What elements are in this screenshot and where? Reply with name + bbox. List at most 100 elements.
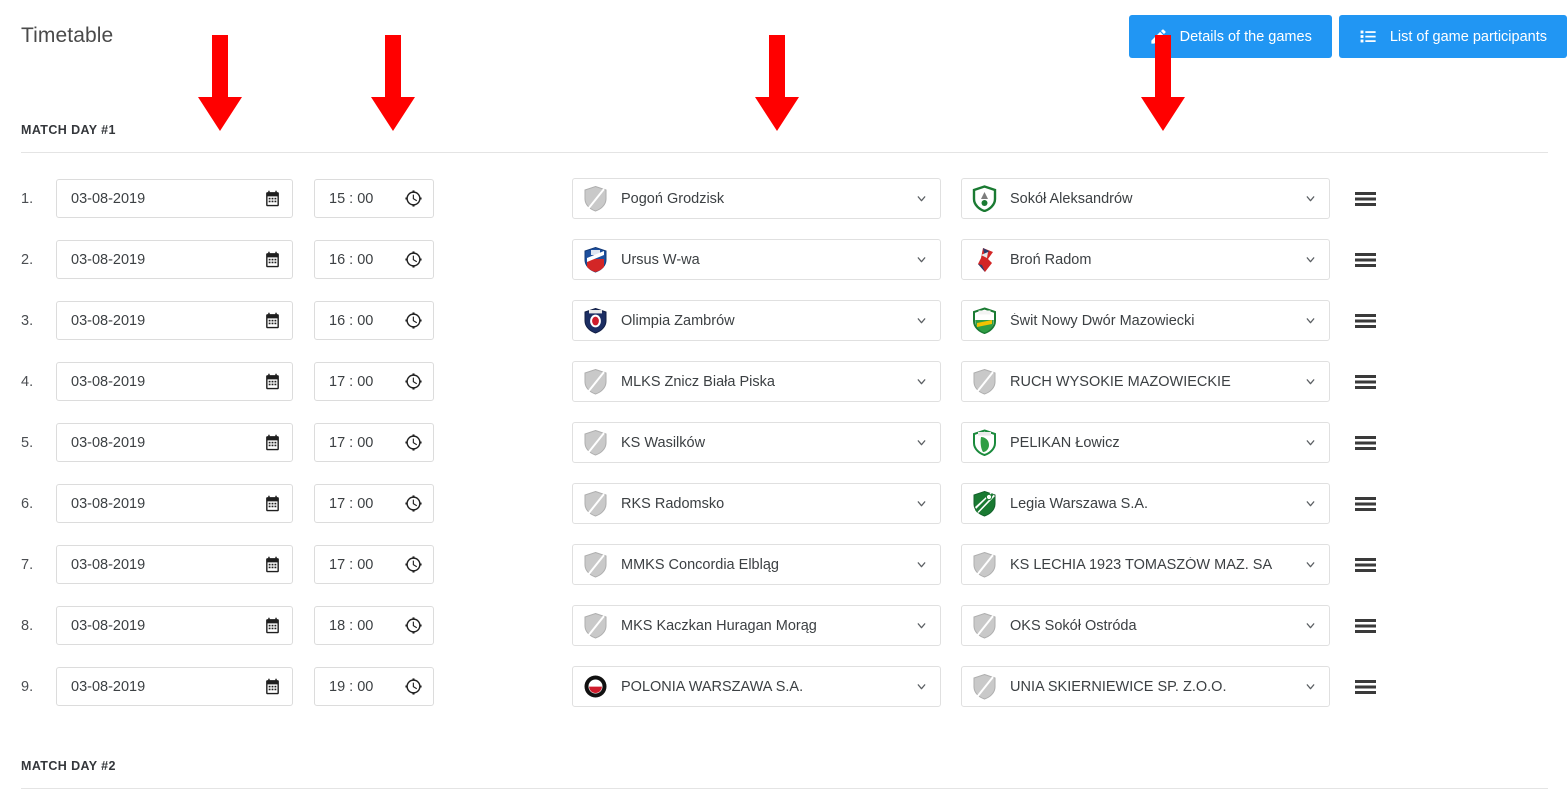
row-number: 9. — [21, 678, 34, 695]
away-team-select[interactable]: KS LECHIA 1923 TOMASZÓW MAZ. SA — [961, 544, 1330, 585]
match-date-input[interactable]: 03-08-2019 — [56, 179, 293, 218]
clock-icon[interactable] — [405, 495, 422, 512]
chevron-down-icon[interactable] — [1304, 253, 1317, 266]
row-number: 4. — [21, 373, 34, 390]
drag-handle-icon[interactable] — [1348, 435, 1382, 451]
match-date-value: 03-08-2019 — [71, 251, 146, 268]
drag-handle-icon[interactable] — [1348, 618, 1382, 634]
details-of-the-games-button[interactable]: Details of the games — [1128, 15, 1332, 58]
home-team-select[interactable]: MMKS Concordia Elbląg — [572, 544, 941, 585]
home-team-select[interactable]: KS Wasilków — [572, 422, 941, 463]
match-date-input[interactable]: 03-08-2019 — [56, 423, 293, 462]
home-team-name: POLONIA WARSZAWA S.A. — [621, 678, 804, 695]
clock-icon[interactable] — [405, 312, 422, 329]
match-time-input[interactable]: 15 : 00 — [314, 179, 434, 218]
calendar-icon[interactable] — [264, 556, 281, 573]
match-time-input[interactable]: 17 : 00 — [314, 362, 434, 401]
calendar-icon[interactable] — [264, 495, 281, 512]
row-number: 3. — [21, 312, 34, 329]
chevron-down-icon[interactable] — [915, 558, 928, 571]
match-time-input[interactable]: 17 : 00 — [314, 484, 434, 523]
match-time-value: 16 : 00 — [329, 312, 374, 329]
away-team-select[interactable]: RUCH WYSOKIE MAZOWIECKIE — [961, 361, 1330, 402]
chevron-down-icon[interactable] — [915, 436, 928, 449]
match-date-input[interactable]: 03-08-2019 — [56, 606, 293, 645]
match-date-input[interactable]: 03-08-2019 — [56, 240, 293, 279]
match-time-input[interactable]: 16 : 00 — [314, 301, 434, 340]
clock-icon[interactable] — [405, 678, 422, 695]
clock-icon[interactable] — [405, 251, 422, 268]
home-team-crest-icon — [583, 551, 608, 578]
home-team-select[interactable]: MKS Kaczkan Huragan Morąg — [572, 605, 941, 646]
match-date-input[interactable]: 03-08-2019 — [56, 667, 293, 706]
clock-icon[interactable] — [405, 373, 422, 390]
chevron-down-icon[interactable] — [1304, 436, 1317, 449]
match-date-input[interactable]: 03-08-2019 — [56, 362, 293, 401]
away-team-select[interactable]: PELIKAN Łowicz — [961, 422, 1330, 463]
home-team-name: KS Wasilków — [621, 434, 706, 451]
drag-handle-icon[interactable] — [1348, 313, 1382, 329]
match-time-input[interactable]: 19 : 00 — [314, 667, 434, 706]
drag-handle-icon[interactable] — [1348, 252, 1382, 268]
clock-icon[interactable] — [405, 190, 422, 207]
clock-icon[interactable] — [405, 617, 422, 634]
home-team-select[interactable]: RKS Radomsko — [572, 483, 941, 524]
match-time-input[interactable]: 16 : 00 — [314, 240, 434, 279]
home-team-select[interactable]: POLONIA WARSZAWA S.A. — [572, 666, 941, 707]
chevron-down-icon[interactable] — [915, 192, 928, 205]
home-team-crest-icon — [583, 307, 608, 334]
drag-handle-icon[interactable] — [1348, 557, 1382, 573]
away-team-crest-icon — [972, 368, 997, 395]
calendar-icon[interactable] — [264, 678, 281, 695]
home-team-crest-icon — [583, 673, 608, 700]
row-number: 6. — [21, 495, 34, 512]
calendar-icon[interactable] — [264, 373, 281, 390]
chevron-down-icon[interactable] — [1304, 619, 1317, 632]
match-date-input[interactable]: 03-08-2019 — [56, 484, 293, 523]
match-time-input[interactable]: 17 : 00 — [314, 423, 434, 462]
chevron-down-icon[interactable] — [1304, 314, 1317, 327]
drag-handle-icon[interactable] — [1348, 191, 1382, 207]
away-team-crest-icon — [972, 612, 997, 639]
calendar-icon[interactable] — [264, 190, 281, 207]
home-team-select[interactable]: MLKS Znicz Biała Piska — [572, 361, 941, 402]
match-date-input[interactable]: 03-08-2019 — [56, 545, 293, 584]
chevron-down-icon[interactable] — [915, 619, 928, 632]
drag-handle-icon[interactable] — [1348, 679, 1382, 695]
chevron-down-icon[interactable] — [915, 314, 928, 327]
match-time-input[interactable]: 18 : 00 — [314, 606, 434, 645]
drag-handle-icon[interactable] — [1348, 374, 1382, 390]
away-team-select[interactable]: Broń Radom — [961, 239, 1330, 280]
calendar-icon[interactable] — [264, 251, 281, 268]
away-team-select[interactable]: Sokół Aleksandrów — [961, 178, 1330, 219]
match-date-value: 03-08-2019 — [71, 556, 146, 573]
clock-icon[interactable] — [405, 556, 422, 573]
chevron-down-icon[interactable] — [915, 680, 928, 693]
chevron-down-icon[interactable] — [915, 497, 928, 510]
calendar-icon[interactable] — [264, 434, 281, 451]
away-team-select[interactable]: Świt Nowy Dwór Mazowiecki — [961, 300, 1330, 341]
chevron-down-icon[interactable] — [1304, 192, 1317, 205]
list-of-game-participants-button[interactable]: List of game participants — [1338, 15, 1567, 58]
timetable-row: 8. 03-08-2019 18 : 00 MKS Kaczkan Huraga… — [0, 595, 1567, 656]
match-time-input[interactable]: 17 : 00 — [314, 545, 434, 584]
clock-icon[interactable] — [405, 434, 422, 451]
drag-handle-icon[interactable] — [1348, 496, 1382, 512]
home-team-select[interactable]: Pogoń Grodzisk — [572, 178, 941, 219]
chevron-down-icon[interactable] — [1304, 375, 1317, 388]
home-team-select[interactable]: Ursus W-wa — [572, 239, 941, 280]
home-team-name: Ursus W-wa — [621, 251, 700, 268]
calendar-icon[interactable] — [264, 617, 281, 634]
timetable-row: 1. 03-08-2019 15 : 00 Pogoń Grodzisk — [0, 168, 1567, 229]
calendar-icon[interactable] — [264, 312, 281, 329]
away-team-select[interactable]: Legia Warszawa S.A. — [961, 483, 1330, 524]
chevron-down-icon[interactable] — [1304, 680, 1317, 693]
away-team-select[interactable]: UNIA SKIERNIEWICE SP. Z.O.O. — [961, 666, 1330, 707]
chevron-down-icon[interactable] — [915, 375, 928, 388]
chevron-down-icon[interactable] — [915, 253, 928, 266]
chevron-down-icon[interactable] — [1304, 497, 1317, 510]
match-date-input[interactable]: 03-08-2019 — [56, 301, 293, 340]
away-team-select[interactable]: OKS Sokół Ostróda — [961, 605, 1330, 646]
home-team-select[interactable]: Olimpia Zambrów — [572, 300, 941, 341]
chevron-down-icon[interactable] — [1304, 558, 1317, 571]
